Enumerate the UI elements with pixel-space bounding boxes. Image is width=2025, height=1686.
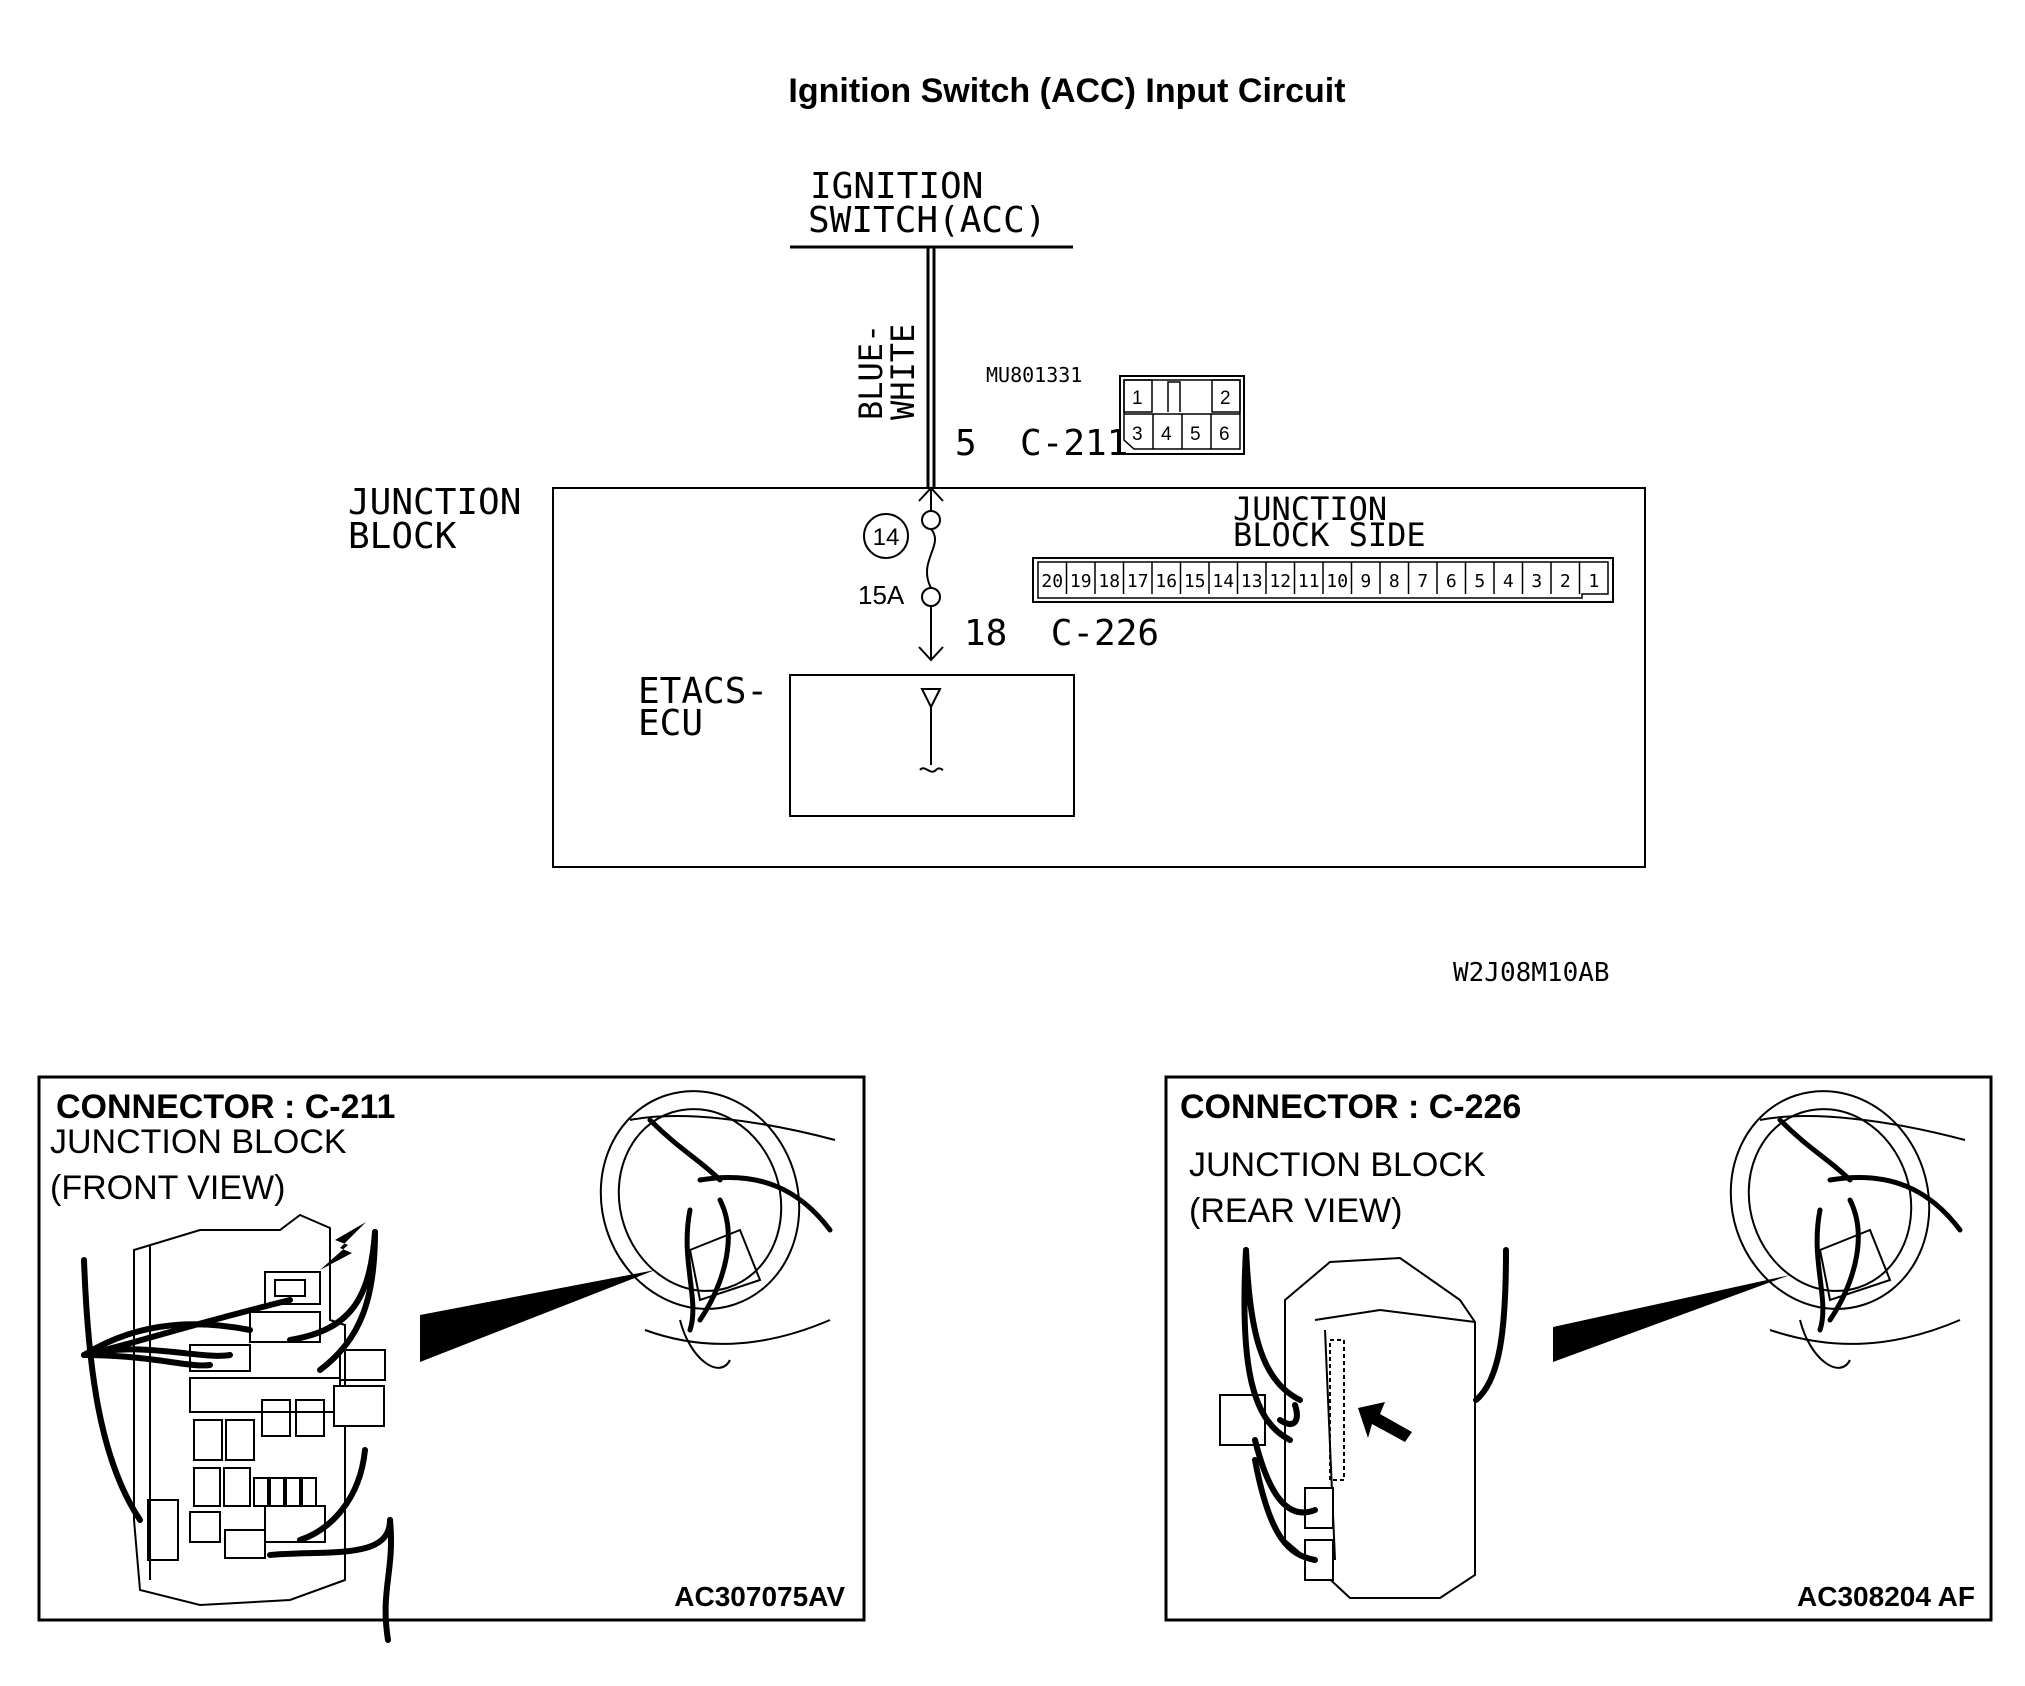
wire-harness-left: [81, 1229, 395, 1643]
panel-heading: CONNECTOR : C-211: [56, 1088, 395, 1126]
c211-pin-5: 5: [1190, 424, 1201, 445]
connector-panel-c211: CONNECTOR : C-211 JUNCTION BLOCK (FRONT …: [37, 1075, 866, 1643]
jb-side-pin-12: 12: [1269, 571, 1291, 592]
arrow-icon: [320, 1222, 366, 1270]
junction-block-label-line1: JUNCTION: [348, 482, 521, 523]
jb-side-pin-20: 20: [1041, 571, 1063, 592]
c211-pin-2: 2: [1220, 388, 1231, 409]
junction-block-label-line2: BLOCK: [348, 516, 457, 557]
jb-side-pin-19: 19: [1070, 571, 1092, 592]
jb-side-pin-13: 13: [1241, 571, 1263, 592]
panel-code: AC307075AV: [674, 1581, 845, 1612]
etacs-ecu-box: [789, 674, 1075, 817]
jb-side-pin-1: 1: [1588, 571, 1599, 592]
c211-pin-4: 4: [1161, 424, 1172, 445]
fuse-symbol: [918, 510, 944, 662]
jb-side-pin-18: 18: [1098, 571, 1120, 592]
connector-part-number: MU801331: [986, 363, 1082, 387]
schematic: IGNITION SWITCH(ACC) BLUE- WHITE MU80133…: [348, 166, 1646, 988]
jb-side-label-line1: JUNCTION: [1233, 490, 1387, 528]
ecu-input-symbol: [919, 688, 944, 773]
panel-caption-line2: (REAR VIEW): [1189, 1192, 1402, 1230]
c211-pin-3: 3: [1132, 424, 1143, 445]
fuse-number-circle: [863, 513, 909, 559]
panel-code: AC308204 AF: [1797, 1581, 1975, 1612]
jb-side-pin-4: 4: [1503, 571, 1514, 592]
schematic-figure-code: W2J08M10AB: [1453, 958, 1610, 988]
dashboard-harness: [647, 1117, 833, 1333]
wire-color-label-line2: WHITE: [884, 324, 922, 420]
arrow-icon: [1358, 1402, 1412, 1442]
dashboard-harness: [1777, 1117, 1963, 1333]
steering-column-illustration: [1729, 1090, 1966, 1369]
junction-block-outline: [552, 487, 1646, 868]
jb-side-pin-8: 8: [1389, 571, 1400, 592]
junction-block-front-illustration: [133, 1213, 386, 1607]
panel-heading: CONNECTOR : C-226: [1180, 1088, 1521, 1126]
jb-side-pin-11: 11: [1298, 571, 1320, 592]
pointer-wedge: [1553, 1275, 1790, 1362]
jb-side-label-line2: BLOCK SIDE: [1233, 516, 1426, 554]
c211-pin-1: 1: [1132, 388, 1143, 409]
jb-side-pin-17: 17: [1127, 571, 1149, 592]
jb-side-pin-7: 7: [1417, 571, 1428, 592]
jb-side-pin-2: 2: [1560, 571, 1571, 592]
diagram-title: Ignition Switch (ACC) Input Circuit: [788, 72, 1345, 110]
steering-column-illustration: [599, 1090, 836, 1369]
ignition-switch-label-line2: SWITCH(ACC): [808, 200, 1046, 241]
jb-side-pin-16: 16: [1155, 571, 1177, 592]
c211-connector-face: 1 2 3 4 5 6: [1119, 375, 1245, 455]
jb-side-pin-14: 14: [1212, 571, 1234, 592]
jb-side-pin-5: 5: [1474, 571, 1485, 592]
jb-side-pin-10: 10: [1326, 571, 1348, 592]
jb-side-pin-15: 15: [1184, 571, 1206, 592]
etacs-ecu-label-line2: ECU: [638, 703, 703, 744]
pointer-wedge: [420, 1270, 655, 1362]
ignition-switch-label-line1: IGNITION: [810, 166, 983, 207]
panel-caption-line1: JUNCTION BLOCK: [1189, 1146, 1486, 1184]
wire-color-label-line1: BLUE-: [852, 324, 890, 420]
panel-caption-line1: JUNCTION BLOCK: [50, 1123, 347, 1161]
connector-panel-c226: CONNECTOR : C-226 JUNCTION BLOCK (REAR V…: [1164, 1075, 1993, 1622]
blue-white-wire: [926, 247, 936, 488]
c226-reference: 18 C-226: [964, 613, 1159, 654]
wire-harness-right: [1241, 1247, 1509, 1563]
c211-pin-6: 6: [1219, 424, 1230, 445]
panel-caption-line2: (FRONT VIEW): [50, 1169, 285, 1207]
fuse-number: 14: [873, 524, 900, 551]
fuse-rating: 15A: [858, 580, 905, 610]
jb-side-pin-3: 3: [1531, 571, 1542, 592]
etacs-ecu-label-line1: ETACS-: [638, 671, 768, 712]
jb-side-pin-6: 6: [1446, 571, 1457, 592]
jb-side-pin-9: 9: [1360, 571, 1371, 592]
c211-reference: 5 C-211: [955, 423, 1128, 464]
